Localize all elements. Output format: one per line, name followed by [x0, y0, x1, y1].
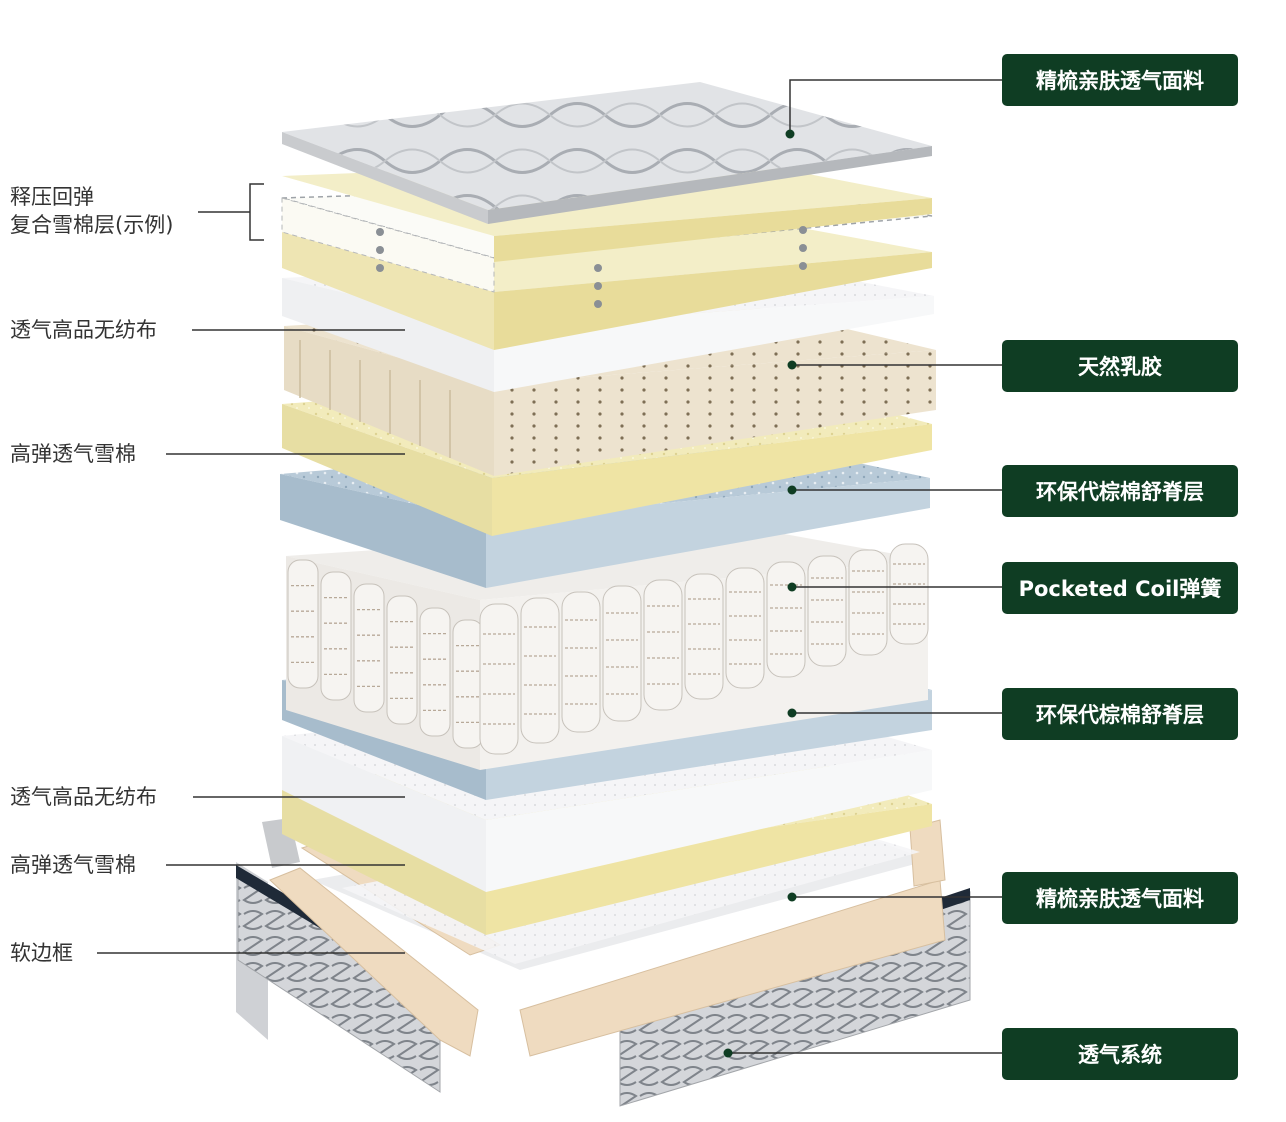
- leader-endpoints: [723, 129, 797, 1058]
- coil-pocket: [889, 543, 929, 645]
- coil-pocket: [848, 549, 888, 656]
- left-label-nonwoven-lower: 透气高品无纺布: [10, 783, 157, 811]
- badge-top-fabric: 精梳亲肤透气面料: [1002, 54, 1238, 106]
- left-label-memory-foam: 释压回弹 复合雪棉层(示例): [10, 183, 173, 239]
- left-label-line: 释压回弹: [10, 185, 94, 209]
- coil-pocket: [353, 583, 385, 713]
- badge-bottom-fabric: 精梳亲肤透气面料: [1002, 872, 1238, 924]
- badge-text: 透气系统: [1078, 1043, 1162, 1067]
- badge-text: Pocketed Coil弹簧: [1018, 577, 1222, 601]
- badge-palm-layer-upper: 环保代棕棉舒脊层: [1002, 465, 1238, 517]
- badge-text: 环保代棕棉舒脊层: [1036, 480, 1204, 504]
- left-label-line: 软边框: [10, 941, 73, 965]
- badge-text: 天然乳胶: [1078, 355, 1162, 379]
- coil-pocket: [684, 573, 724, 700]
- coil-pocket: [561, 591, 601, 733]
- badge-ventilation-system: 透气系统: [1002, 1028, 1238, 1080]
- left-label-line: 复合雪棉层(示例): [10, 213, 174, 237]
- right-leader-lines: [728, 79, 1002, 1054]
- coil-pocket: [479, 603, 519, 755]
- badge-text: 环保代棕棉舒脊层: [1036, 703, 1204, 727]
- top-quilted-fabric-layer: [282, 82, 932, 224]
- coil-pocket: [807, 555, 847, 667]
- coil-pocket: [766, 561, 806, 678]
- coil-pocket: [320, 571, 352, 701]
- left-leader-lines: [97, 183, 405, 954]
- coil-pocket: [643, 579, 683, 711]
- coil-pocket: [602, 585, 642, 722]
- left-label-foam-lower: 高弹透气雪棉: [10, 851, 136, 879]
- coil-pocket: [419, 607, 451, 737]
- left-label-line: 高弹透气雪棉: [10, 442, 136, 466]
- coil-pocket: [520, 597, 560, 744]
- left-label-line: 透气高品无纺布: [10, 785, 157, 809]
- badge-text: 精梳亲肤透气面料: [1036, 887, 1204, 911]
- badge-text: 精梳亲肤透气面料: [1036, 69, 1204, 93]
- left-label-line: 透气高品无纺布: [10, 318, 157, 342]
- coil-pocket: [287, 559, 319, 689]
- left-label-nonwoven-upper: 透气高品无纺布: [10, 316, 157, 344]
- badge-palm-layer-lower: 环保代棕棉舒脊层: [1002, 688, 1238, 740]
- left-label-foam-upper: 高弹透气雪棉: [10, 440, 136, 468]
- badge-natural-latex: 天然乳胶: [1002, 340, 1238, 392]
- coil-pocket: [725, 567, 765, 689]
- coil-pocket: [386, 595, 418, 725]
- badge-pocketed-coil: Pocketed Coil弹簧: [1002, 562, 1238, 614]
- coil-pocket: [452, 619, 484, 749]
- left-label-line: 高弹透气雪棉: [10, 853, 136, 877]
- left-label-soft-edge-frame: 软边框: [10, 939, 73, 967]
